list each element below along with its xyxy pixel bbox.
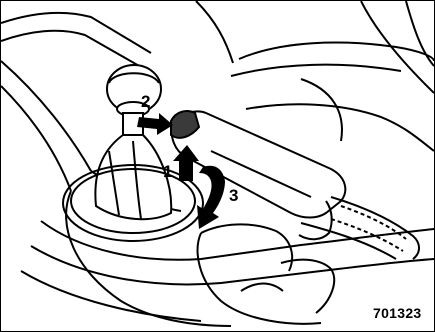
dashboard-outline <box>1 1 233 67</box>
step-1-label: 1 <box>163 163 172 180</box>
step-3-label: 3 <box>229 187 238 204</box>
arrow-3-icon <box>197 166 225 229</box>
figure-reference-number: 701323 <box>373 306 422 320</box>
step-2-label: 2 <box>141 93 150 110</box>
seat-outline <box>231 1 434 151</box>
